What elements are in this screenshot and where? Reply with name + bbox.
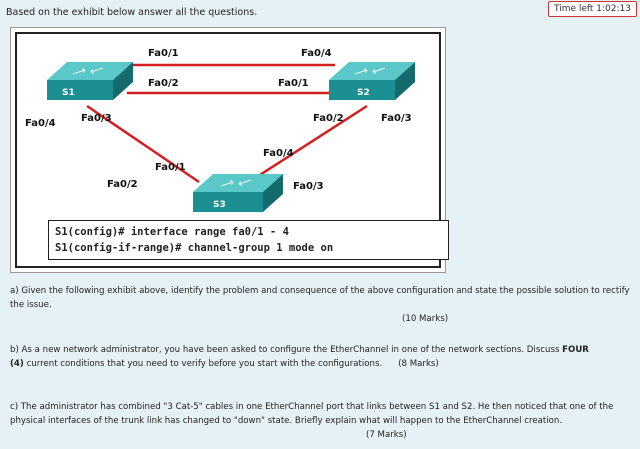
question-a-text: a) Given the following exhibit above, id… <box>10 286 630 310</box>
link-s2-s3 <box>249 106 367 182</box>
port-label: Fa0/3 <box>381 113 412 124</box>
question-b-bold: FOUR <box>562 345 589 355</box>
switch-s3-label: S3 <box>213 200 226 210</box>
switch-s3-icon: S3 <box>193 174 283 212</box>
port-label: Fa0/3 <box>81 113 112 124</box>
question-c-text: c) The administrator has combined "3 Cat… <box>10 402 613 426</box>
port-label: Fa0/1 <box>148 48 179 59</box>
cli-line: S1(config-if-range)# channel-group 1 mod… <box>55 240 442 256</box>
exhibit-figure: S1 S2 <box>10 27 446 273</box>
question-c: c) The administrator has combined "3 Cat… <box>10 400 632 442</box>
port-label: Fa0/2 <box>148 78 179 89</box>
question-c-marks: (7 Marks) <box>10 428 632 442</box>
question-b: b) As a new network administrator, you h… <box>10 343 632 371</box>
instructions-text: Based on the exhibit below answer all th… <box>6 7 257 18</box>
question-b-marks: (8 Marks) <box>398 359 439 369</box>
switch-s2-label: S2 <box>357 88 370 98</box>
question-a-marks: (10 Marks) <box>10 312 632 326</box>
port-label: Fa0/1 <box>155 162 186 173</box>
question-b-text: current conditions that you need to veri… <box>24 359 382 369</box>
question-b-bold: (4) <box>10 359 24 369</box>
port-label: Fa0/3 <box>293 181 324 192</box>
port-label: Fa0/2 <box>107 179 138 190</box>
port-label: Fa0/2 <box>313 113 344 124</box>
port-label: Fa0/1 <box>278 78 309 89</box>
switch-s1-label: S1 <box>62 88 75 98</box>
switch-s1-icon: S1 <box>47 62 133 100</box>
switch-s2-icon: S2 <box>329 62 415 100</box>
port-label: Fa0/4 <box>25 118 56 129</box>
port-label: Fa0/4 <box>263 148 294 159</box>
port-label: Fa0/4 <box>301 48 332 59</box>
exhibit-frame: S1 S2 <box>15 32 441 268</box>
time-left-badge: Time left 1:02:13 <box>548 1 637 17</box>
question-a: a) Given the following exhibit above, id… <box>10 284 632 326</box>
cli-line: S1(config)# interface range fa0/1 - 4 <box>55 224 442 240</box>
question-b-text: b) As a new network administrator, you h… <box>10 345 562 355</box>
